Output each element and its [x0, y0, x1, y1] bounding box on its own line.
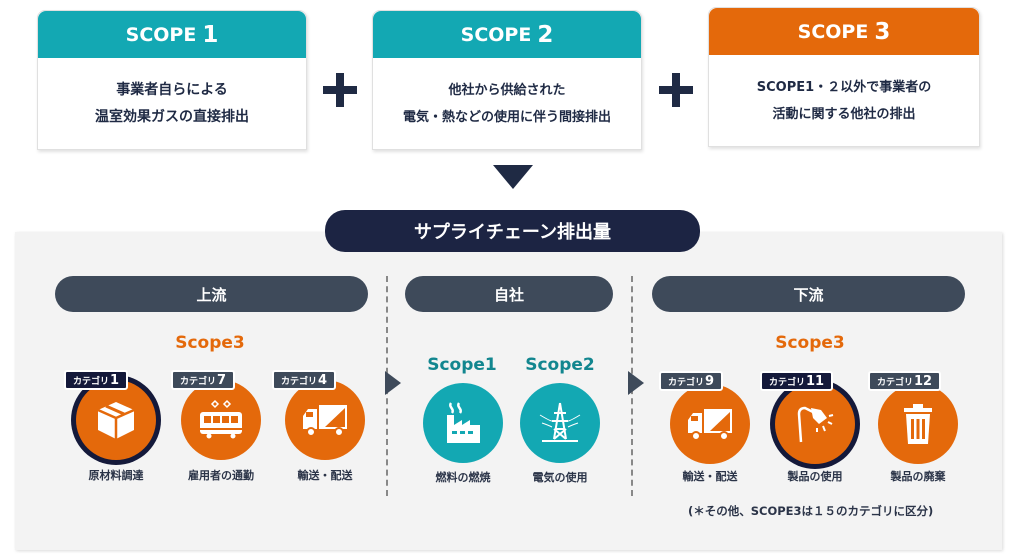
category-4-circle — [285, 380, 365, 460]
scope-title: SCOPE — [797, 20, 869, 43]
category-7-circle — [181, 380, 261, 460]
category-label: 原材料調達 — [88, 469, 144, 482]
plus-icon — [323, 73, 357, 107]
down-arrow-icon — [493, 165, 533, 189]
train-icon — [200, 399, 242, 439]
category-12-circle — [878, 384, 958, 464]
desc-line: 温室効果ガスの直接排出 — [95, 108, 249, 125]
badge-text: カテゴリ — [769, 377, 806, 388]
category-label: 製品の使用 — [787, 470, 843, 483]
scope2-item-label: 電気の使用 — [532, 471, 588, 484]
right-arrow-icon — [628, 371, 644, 395]
section-downstream: 下流 — [652, 276, 965, 312]
supply-chain-title: サプライチェーン排出量 — [325, 210, 700, 252]
scope2-label: Scope2 — [525, 355, 595, 375]
scope-number: 1 — [202, 21, 219, 48]
badge-number: 7 — [217, 372, 227, 388]
scope-title: SCOPE — [125, 23, 197, 46]
desc-line: 活動に関する他社の排出 — [772, 106, 916, 122]
scope2-description: 他社から供給された電気・熱などの使用に伴う間接排出 — [373, 58, 641, 149]
scope3-description: SCOPE1・２以外で事業者の活動に関する他社の排出 — [709, 55, 979, 146]
scope1-label: Scope1 — [427, 355, 497, 375]
badge-text: カテゴリ — [877, 377, 914, 388]
category-label: 雇用者の通勤 — [188, 469, 254, 482]
scope-number: 3 — [874, 18, 891, 45]
upstream-scope3-label: Scope3 — [175, 333, 245, 353]
badge-text: カテゴリ — [281, 376, 318, 387]
badge-number: 1 — [110, 372, 120, 388]
badge-number: 11 — [806, 373, 825, 389]
desc-line: 事業者自らによる — [116, 81, 228, 98]
right-arrow-icon — [385, 371, 401, 395]
desc-line: 電気・熱などの使用に伴う間接排出 — [402, 109, 611, 125]
truck-icon — [688, 409, 732, 441]
badge-text: カテゴリ — [668, 377, 705, 388]
plus-icon — [659, 73, 693, 107]
category-label: 製品の廃棄 — [890, 470, 946, 483]
downstream-scope3-label: Scope3 — [775, 333, 845, 353]
lamp-icon — [797, 406, 834, 443]
category-9-circle — [670, 384, 750, 464]
badge-number: 9 — [705, 373, 715, 389]
desc-line: SCOPE1・２以外で事業者の — [756, 79, 932, 95]
scope2-circle — [520, 383, 600, 463]
scope1-description: 事業者自らによる温室効果ガスの直接排出 — [38, 58, 306, 149]
section-own-company: 自社 — [405, 276, 613, 312]
desc-line: 他社から供給された — [448, 82, 566, 98]
category-11-circle — [775, 384, 855, 464]
category-label: 輸送・配送 — [682, 470, 738, 483]
scope-number: 2 — [537, 21, 554, 48]
power-tower-icon — [539, 402, 581, 442]
badge-number: 12 — [914, 373, 933, 389]
category-label: 輸送・配送 — [297, 469, 353, 482]
scope-title: SCOPE — [460, 23, 532, 46]
badge-text: カテゴリ — [180, 376, 217, 387]
scope1-item-label: 燃料の燃焼 — [435, 471, 491, 484]
badge-number: 4 — [318, 372, 328, 388]
footnote: (＊その他、SCOPE3は１５のカテゴリに区分) — [688, 504, 934, 518]
trash-icon — [904, 404, 932, 444]
factory-icon — [447, 402, 480, 443]
section-upstream: 上流 — [55, 276, 368, 312]
category-1-circle — [76, 380, 156, 460]
truck-icon — [303, 405, 347, 437]
scope1-circle — [423, 383, 503, 463]
box-icon — [97, 402, 135, 439]
badge-text: カテゴリ — [73, 376, 110, 387]
